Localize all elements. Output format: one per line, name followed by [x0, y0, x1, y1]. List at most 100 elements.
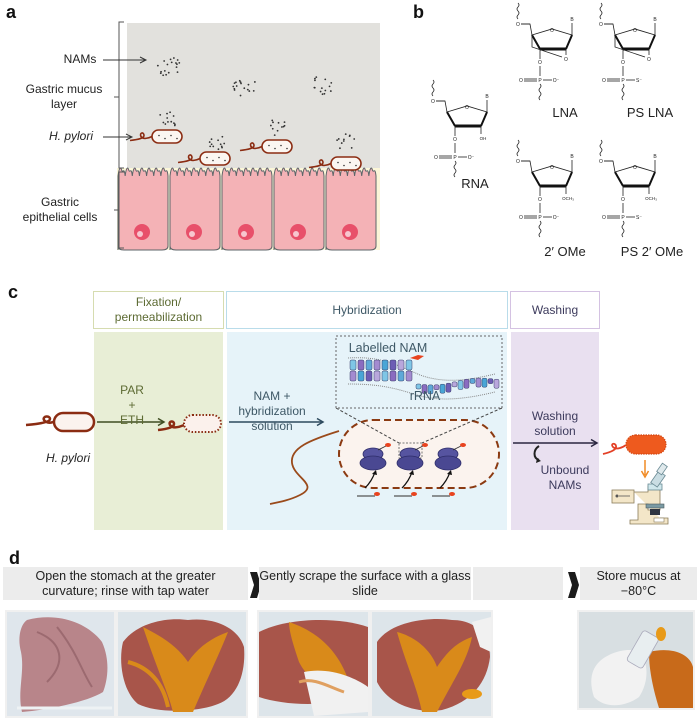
nam-dot	[274, 147, 276, 150]
washing-line2: solution	[534, 424, 576, 438]
nam-dot	[252, 90, 255, 92]
labelled-hpylori-cell	[625, 434, 667, 455]
nam-dot	[269, 124, 272, 127]
bond	[521, 23, 533, 36]
nam-base	[397, 359, 405, 371]
nam-dot	[172, 57, 175, 59]
scraping-photo-1	[257, 610, 370, 718]
nams-label: NAMs	[63, 52, 97, 66]
atom-label: O	[633, 28, 637, 34]
nam-dot	[328, 85, 331, 88]
nam-base	[381, 359, 389, 371]
bond	[604, 23, 616, 36]
nucleolus	[241, 231, 247, 237]
nam-dot	[174, 123, 176, 126]
nam-dot	[343, 138, 345, 141]
nam-dot	[217, 139, 219, 142]
atom-label: B	[485, 94, 489, 100]
fluorophore-label	[460, 443, 466, 447]
mucus-brace	[118, 21, 124, 169]
rrna-base	[445, 382, 452, 393]
rrna-base	[389, 370, 397, 382]
nam-dot	[337, 161, 339, 164]
fixed-hpylori-flagellum	[157, 420, 185, 432]
atom-label: B	[570, 154, 574, 160]
scraping-photo-2	[370, 610, 493, 718]
panel-c-letter: c	[8, 282, 19, 302]
rrna-base	[469, 378, 476, 384]
rrna-base	[381, 370, 389, 382]
nam-base	[389, 359, 397, 371]
eth-text: ETH	[120, 413, 144, 427]
par-eth-label: PAR + ETH	[112, 383, 152, 428]
atom-label: O	[453, 137, 457, 143]
charge-label: O⁻	[553, 215, 560, 221]
nam-dot	[330, 81, 333, 84]
nam-dot	[348, 134, 351, 137]
rrna-base	[457, 380, 464, 390]
plus-text: +	[128, 398, 136, 412]
nam-dot	[253, 81, 256, 83]
zoom-inset-box	[335, 335, 503, 409]
linkage-bond	[599, 2, 603, 20]
nam-dot	[210, 143, 213, 146]
nam-dot	[159, 113, 162, 116]
nam-dot	[246, 88, 249, 91]
nam-dot	[238, 79, 241, 82]
atom-label: O	[621, 60, 625, 66]
hpylori-flagellum	[177, 154, 201, 164]
nam-dot	[277, 121, 280, 124]
fluorophore-label	[422, 443, 428, 447]
nam-dot	[324, 89, 327, 92]
rrna-base	[415, 383, 422, 390]
atom-label: O	[516, 159, 520, 165]
linkage-bond	[538, 83, 542, 101]
nam-dot	[342, 140, 345, 142]
nam-dot	[164, 123, 167, 125]
probe-bond	[377, 445, 387, 451]
washing-body	[511, 332, 599, 530]
nam-dot	[343, 164, 345, 167]
hpylori-cell	[151, 129, 183, 144]
nam-dot	[235, 81, 237, 84]
lna-bridge	[614, 35, 646, 58]
nam-dot	[176, 71, 179, 74]
rrna-base	[421, 384, 428, 394]
nam-dot	[344, 133, 347, 136]
linkage-bond	[516, 139, 520, 157]
rrna-base	[373, 370, 381, 382]
nam-dot	[210, 138, 213, 141]
nam-base	[349, 359, 357, 371]
ribosome-large-subunit	[396, 455, 424, 471]
step-1-line1: Open the stomach at the greater	[35, 568, 216, 583]
epithelial-label-line2: epithelial cells	[22, 210, 98, 224]
epithelial-cell	[221, 167, 273, 251]
linkage-bond	[516, 2, 520, 20]
labelled-nam-label: Labelled NAM	[348, 341, 428, 355]
nam-dot	[323, 92, 326, 95]
nam-solution-label: NAM + hybridization solution	[232, 389, 312, 434]
step-2-banner: Gently scrape the surface with a glass s…	[259, 567, 471, 600]
hpylori-cell	[199, 151, 231, 166]
bond	[604, 160, 616, 173]
nam-dot	[176, 59, 179, 61]
fluorophore-label	[410, 355, 424, 360]
hybridization-header: Hybridization	[226, 291, 508, 329]
linkage-bond	[621, 83, 625, 101]
atom-label: O	[599, 22, 603, 28]
epithelial-label-line1: Gastric	[40, 195, 79, 209]
rrna-base	[349, 370, 357, 382]
rna-label: RNA	[461, 176, 489, 191]
mucus-label-line2: layer	[50, 97, 77, 111]
nam-dot	[217, 148, 220, 151]
nam-dot	[212, 145, 215, 148]
nam-dot	[206, 156, 208, 159]
probe-bond	[452, 445, 462, 451]
atom-label: B	[653, 154, 657, 160]
nam-dot	[166, 117, 169, 119]
step-3-banner: Store mucus at −80°C	[580, 567, 697, 600]
nam-dot	[165, 73, 168, 76]
nam-dot	[209, 145, 212, 148]
nam-dot	[219, 143, 222, 146]
